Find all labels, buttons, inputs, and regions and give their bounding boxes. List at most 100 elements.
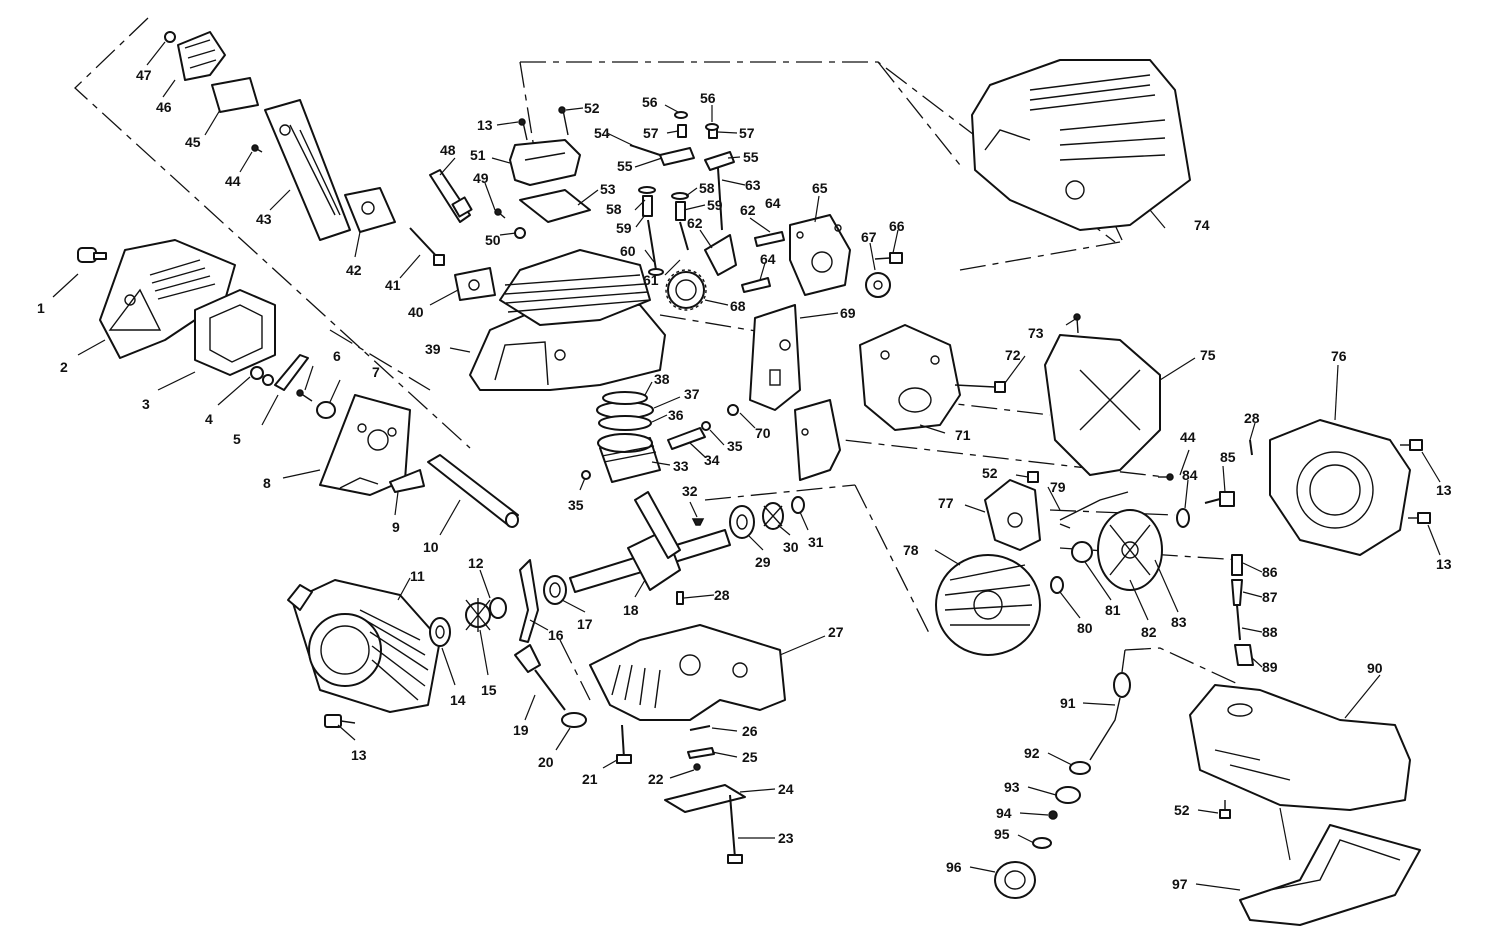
rocker-arms <box>659 147 735 171</box>
callout-70: 70 <box>755 425 771 441</box>
shield-bracket <box>794 399 841 481</box>
ignition-bracket <box>984 479 1041 551</box>
callout-79: 79 <box>1050 479 1066 495</box>
callout-59-right: 59 <box>707 197 723 213</box>
callout-92: 92 <box>1024 745 1040 761</box>
callout-53: 53 <box>600 181 616 197</box>
callout-78: 78 <box>903 542 919 558</box>
callout-41: 41 <box>385 277 401 293</box>
crank-gear <box>762 502 784 530</box>
heat-shield-plate <box>264 99 351 241</box>
callout-90: 90 <box>1367 660 1383 676</box>
callout-95: 95 <box>994 826 1010 842</box>
o-ring-20 <box>561 712 587 728</box>
callout-11: 11 <box>410 568 425 584</box>
engine-block <box>469 249 666 391</box>
bolts-13-housing <box>1400 439 1431 524</box>
callout-77: 77 <box>938 495 954 511</box>
clutch <box>1097 509 1163 591</box>
valve-springs <box>638 186 689 221</box>
callout-27: 27 <box>828 624 844 640</box>
callout-58-right: 58 <box>699 180 715 196</box>
callout-42: 42 <box>346 262 362 278</box>
crankshaft <box>569 491 731 593</box>
ratchet-disk <box>465 598 491 632</box>
callout-5: 5 <box>233 431 241 447</box>
callout-14: 14 <box>450 692 466 708</box>
carb-plug <box>164 31 176 43</box>
valve-cover <box>509 139 581 186</box>
callout-21: 21 <box>582 771 598 787</box>
cam-gear <box>665 269 707 311</box>
callout-94: 94 <box>996 805 1012 821</box>
callout-36: 36 <box>668 407 684 423</box>
callout-52-bracket: 52 <box>982 465 998 481</box>
callout-13-valve-cover: 13 <box>477 117 493 133</box>
choke-bracket <box>274 354 309 391</box>
muffler-bolt <box>954 381 1006 393</box>
choke-lever <box>316 401 336 419</box>
screw-6 <box>296 389 313 402</box>
callout-16: 16 <box>548 627 564 643</box>
callout-51: 51 <box>470 147 486 163</box>
spark-plug <box>429 169 473 223</box>
engine-shroud <box>971 59 1191 231</box>
callout-97: 97 <box>1172 876 1188 892</box>
callout-80: 80 <box>1077 620 1093 636</box>
callout-54: 54 <box>594 125 610 141</box>
callout-96: 96 <box>946 859 962 875</box>
callout-39: 39 <box>425 341 441 357</box>
callout-62-lower: 62 <box>740 202 756 218</box>
callout-6: 6 <box>333 348 341 364</box>
push-rod <box>717 167 723 231</box>
callout-13-recoil: 13 <box>351 747 367 763</box>
callout-87: 87 <box>1262 589 1278 605</box>
callout-75: 75 <box>1200 347 1216 363</box>
callout-46: 46 <box>156 99 172 115</box>
screw-49 <box>494 208 506 219</box>
callout-73: 73 <box>1028 325 1044 341</box>
leader-lines <box>52 41 1441 891</box>
callout-1: 1 <box>37 300 45 316</box>
callout-61: 61 <box>643 272 659 288</box>
washer-80 <box>1050 576 1064 594</box>
callout-69: 69 <box>840 305 856 321</box>
callout-63: 63 <box>745 177 761 193</box>
callout-17: 17 <box>577 616 593 632</box>
callout-32: 32 <box>682 483 698 499</box>
callout-86: 86 <box>1262 564 1278 580</box>
callout-35-right: 35 <box>727 438 743 454</box>
air-filter-base <box>319 394 411 496</box>
callout-26: 26 <box>742 723 758 739</box>
callout-37: 37 <box>684 386 700 402</box>
engine-shield-plate <box>749 304 801 411</box>
screw-73 <box>1073 313 1081 334</box>
callout-66: 66 <box>889 218 905 234</box>
fuel-cap <box>994 861 1036 899</box>
intake-adapter <box>344 187 396 233</box>
piston-pin <box>667 427 706 450</box>
callout-60: 60 <box>620 243 636 259</box>
callout-8: 8 <box>263 475 271 491</box>
carburetor <box>177 31 226 81</box>
callout-44-rear: 44 <box>1180 429 1196 445</box>
callout-55-left: 55 <box>617 158 633 174</box>
callout-44: 44 <box>225 173 241 189</box>
gear-cover <box>789 214 851 296</box>
callout-31: 31 <box>808 534 824 550</box>
fuel-tube <box>427 454 519 528</box>
callout-10: 10 <box>423 539 439 555</box>
seal-26 <box>689 725 711 731</box>
callout-91: 91 <box>1060 695 1076 711</box>
rocker-shaft <box>629 144 661 156</box>
intake-gasket <box>454 267 496 301</box>
callout-48: 48 <box>440 142 456 158</box>
washer-84 <box>1176 508 1190 528</box>
tank-bracket <box>1239 824 1421 926</box>
bolt-13-recoil <box>324 714 356 728</box>
callout-3: 3 <box>142 396 150 412</box>
callout-64-upper: 64 <box>765 195 781 211</box>
callout-81: 81 <box>1105 602 1121 618</box>
lifters <box>704 234 737 276</box>
